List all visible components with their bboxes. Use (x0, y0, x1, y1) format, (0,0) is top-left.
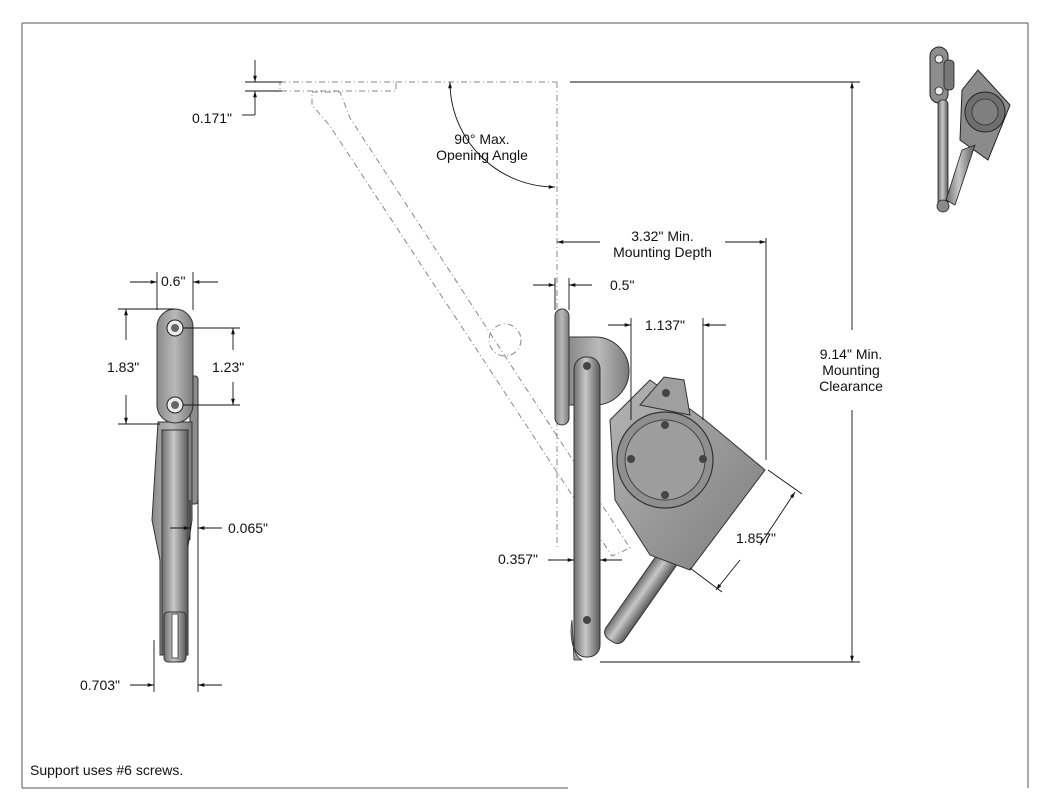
dim-mounting-depth-line2: Mounting Depth (613, 244, 712, 260)
drawing-border (21, 22, 1029, 789)
dim-mounting-clearance: 9.14" Min. Mounting Clearance (806, 346, 896, 394)
dim-clearance-line1: 9.14" Min. (819, 346, 883, 362)
dim-mounting-depth-line1: 3.32" Min. (631, 228, 694, 244)
front-view (118, 272, 240, 692)
dim-opening-angle-line1: 90° Max. (454, 131, 510, 147)
dim-plate-thickness: 0.065" (228, 520, 269, 536)
dim-plate-height: 1.83" (107, 359, 140, 375)
dim-plate-offset: 0.5" (610, 277, 635, 293)
side-mount-plate (554, 308, 570, 426)
dim-plate-width: 0.6" (161, 273, 186, 289)
front-dimension-lines (118, 272, 240, 692)
screw-note: Support uses #6 screws. (30, 762, 184, 778)
dim-rod-diameter: 0.357" (498, 551, 539, 567)
dim-clearance-line3: Clearance (819, 378, 883, 394)
dim-clearance-line2: Mounting (822, 362, 880, 378)
dim-hub-width: 1.137" (645, 317, 686, 333)
dim-hole-spacing: 1.23" (212, 359, 245, 375)
dim-hinge-thickness: 0.171" (192, 110, 233, 126)
dim-arm-length: 1.857" (736, 530, 777, 546)
isometric-thumbnail (929, 46, 1011, 213)
dim-opening-angle-line2: Opening Angle (436, 147, 528, 163)
dim-overall-width: 0.703" (80, 677, 121, 693)
side-rod (573, 356, 601, 658)
side-view (242, 60, 860, 663)
opening-angle-arc (448, 81, 556, 189)
dim-opening-angle: 90° Max. Opening Angle (422, 131, 542, 163)
side-dimension-lines (242, 60, 860, 663)
dim-mounting-depth: 3.32" Min. Mounting Depth (600, 228, 725, 260)
